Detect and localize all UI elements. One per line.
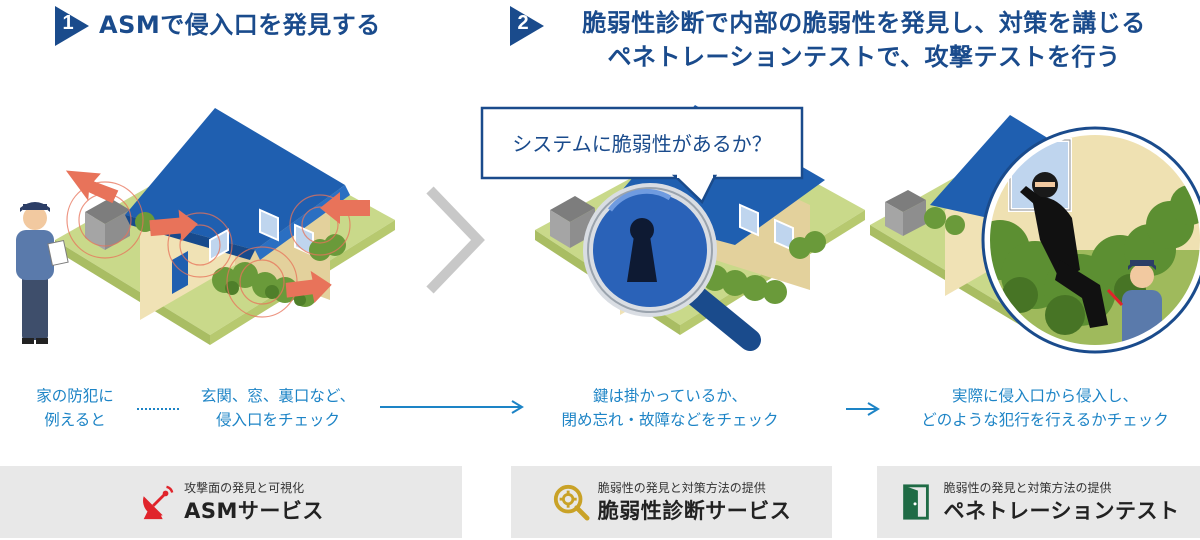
- description-entry-points: 玄関、窓、裏口など、 侵入口をチェック: [178, 384, 378, 432]
- vulnerability-scan-illustration: システムに脆弱性があるか？: [470, 100, 870, 370]
- step-2-title: 脆弱性診断で内部の脆弱性を発見し、対策を講じる ペネトレーションテストで、攻撃テ…: [554, 6, 1174, 74]
- step-1-title: ASMで侵入口を発見する: [99, 11, 381, 39]
- penetration-test-illustration: [850, 100, 1200, 370]
- arrow-right-icon: [380, 400, 524, 414]
- step-2-title-line-2: ペネトレーションテストで、攻撃テストを行う: [607, 43, 1121, 71]
- shed: [550, 196, 595, 248]
- description-penetration-check: 実際に侵入口から侵入し、 どのような犯行を行えるかチェック: [895, 384, 1195, 432]
- step-2-number: 2: [517, 12, 529, 34]
- asm-service-box[interactable]: 攻撃面の発見と可視化 ASMサービス: [0, 466, 462, 538]
- description-lock-line-1: 鍵は掛かっているか、: [593, 387, 747, 405]
- penetration-test-service-box[interactable]: 脆弱性の発見と対策方法の提供 ペネトレーションテスト: [877, 466, 1200, 538]
- description-pen-line-1: 実際に侵入口から侵入し、: [951, 387, 1138, 405]
- vulnerability-service-name: 脆弱性診断サービス: [597, 499, 792, 523]
- security-guard: [16, 202, 69, 344]
- burglar: [1020, 172, 1108, 328]
- step-1-badge: 1: [55, 6, 89, 46]
- attack-arrows: [65, 170, 370, 303]
- vulnerability-service-box[interactable]: 脆弱性の発見と対策方法の提供 脆弱性診断サービス: [511, 466, 832, 538]
- asm-service-subtitle: 攻撃面の発見と可視化: [184, 481, 305, 495]
- shed: [85, 198, 130, 250]
- speech-bubble: [480, 106, 804, 205]
- step-2-title-line-1: 脆弱性診断で内部の脆弱性を発見し、対策を講じる: [582, 9, 1146, 37]
- magnifying-glass-icon: [583, 183, 761, 351]
- satellite-dish-icon: [143, 485, 174, 520]
- door-icon: [903, 484, 930, 520]
- description-lock-check: 鍵は掛かっているか、 閉め忘れ・故障などをチェック: [540, 384, 800, 432]
- arrow-right-icon: [846, 402, 880, 416]
- speech-bubble-text: システムに脆弱性があるか？: [512, 132, 772, 156]
- step-2-badge: 2: [510, 6, 544, 46]
- description-entry-line-2: 侵入口をチェック: [215, 411, 340, 429]
- gear-search-icon: [553, 484, 590, 521]
- penetration-test-service-name: ペネトレーションテスト: [943, 499, 1180, 523]
- description-pen-line-2: どのような犯行を行えるかチェック: [921, 411, 1169, 429]
- dotted-connector: [137, 408, 179, 410]
- step-2-heading: 2 脆弱性診断で内部の脆弱性を発見し、対策を講じる ペネトレーションテストで、攻…: [510, 6, 1174, 74]
- asm-house-illustration: [0, 100, 400, 370]
- step-1-heading: 1 ASMで侵入口を発見する: [55, 6, 381, 46]
- description-home-line-2: 例えると: [44, 411, 106, 429]
- chevron-right-icon: [426, 186, 485, 294]
- vulnerability-service-subtitle: 脆弱性の発見と対策方法の提供: [597, 481, 766, 495]
- description-home-analogy: 家の防犯に 例えると: [20, 384, 130, 432]
- shed: [885, 190, 926, 236]
- penetration-test-service-subtitle: 脆弱性の発見と対策方法の提供: [943, 481, 1112, 495]
- asm-service-name: ASMサービス: [184, 499, 324, 523]
- step-1-number: 1: [62, 12, 74, 34]
- description-lock-line-2: 閉め忘れ・故障などをチェック: [561, 411, 779, 429]
- description-entry-line-1: 玄関、窓、裏口など、: [200, 387, 356, 405]
- description-home-line-1: 家の防犯に: [36, 387, 114, 405]
- zoom-circle: [981, 126, 1200, 354]
